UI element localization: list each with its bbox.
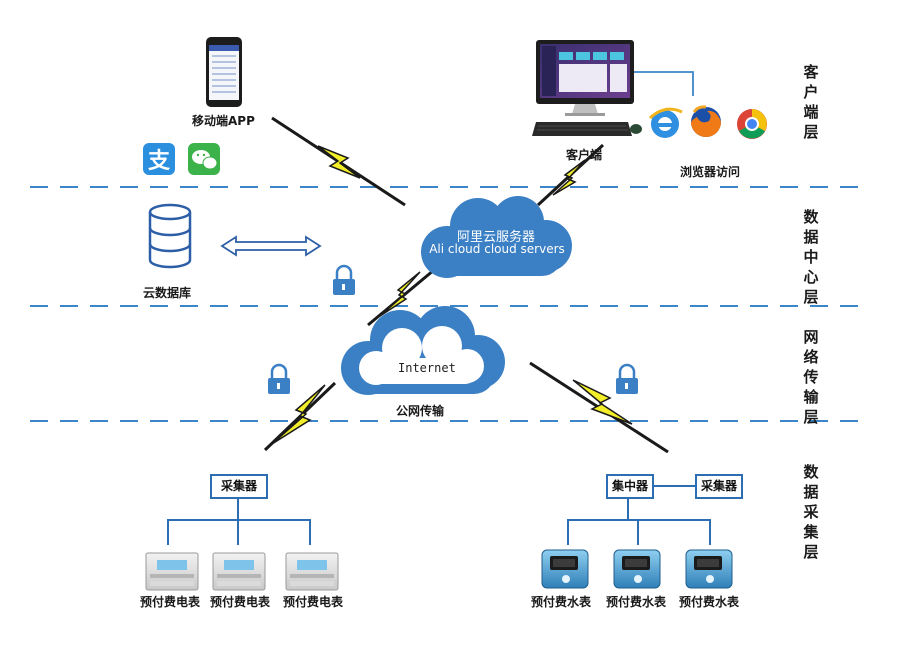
lightning-icon [529, 361, 669, 454]
water-meter-label: 预付费水表 [531, 595, 592, 609]
lock-icon [268, 363, 290, 394]
cloud-database-label: 云数据库 [143, 286, 192, 300]
collector-box-left: 采集器 [210, 474, 268, 499]
sync-arrow-icon [220, 235, 322, 257]
electric-meter-label: 预付费电表 [283, 595, 344, 609]
water-meter-label: 预付费水表 [606, 595, 667, 609]
electric-meter-label: 预付费电表 [140, 595, 201, 609]
database-icon [148, 203, 192, 269]
firefox-browser-icon [691, 105, 721, 137]
lightning-links [263, 116, 669, 454]
lock-icon [616, 363, 638, 394]
lightning-icon [271, 116, 406, 207]
layer-label-client: 客户端层 [803, 63, 819, 141]
lightning-icon [263, 381, 337, 452]
layer-label-network: 网络传输层 [803, 328, 819, 426]
lock-icon [333, 264, 355, 295]
layer-label-datacenter: 数据中心层 [803, 208, 819, 306]
svg-text:支: 支 [148, 149, 171, 174]
water-meter-icon [613, 549, 661, 589]
chrome-browser-icon [737, 109, 767, 139]
lightning-icon [367, 263, 441, 327]
internet-cloud-icon [341, 306, 505, 395]
electric-meter-icon [145, 552, 199, 591]
electric-meter-label: 预付费电表 [210, 595, 271, 609]
water-meter-label: 预付费水表 [679, 595, 740, 609]
water-meter-icon [685, 549, 733, 589]
electric-meter-icon [285, 552, 339, 591]
layer-separators [30, 186, 870, 422]
internet-label: Internet [398, 361, 456, 375]
water-meter-icon [541, 549, 589, 589]
lightning-icon [536, 143, 605, 207]
wechat-icon [188, 143, 220, 175]
concentrator-box: 集中器 [606, 474, 654, 499]
collector-tree-lines [167, 497, 311, 545]
desktop-computer-icon [532, 40, 642, 136]
concentrator-tree-lines [567, 485, 711, 545]
electric-meter-icon [212, 552, 266, 591]
alipay-icon: 支 [143, 143, 175, 175]
pc-client-label: 客户端 [566, 148, 603, 162]
mobile-app-label: 移动端APP [192, 114, 255, 128]
ali-cloud-en-label: Ali cloud cloud servers [429, 242, 565, 256]
collector-box-right: 采集器 [695, 474, 743, 499]
public-network-label: 公网传输 [396, 404, 445, 418]
layer-label-collection: 数据采集层 [803, 463, 819, 561]
browser-access-label: 浏览器访问 [680, 165, 741, 179]
ali-cloud-icon [421, 196, 572, 278]
browser-connector-line [634, 71, 694, 96]
mobile-phone-icon [206, 37, 242, 107]
ie-browser-icon [648, 107, 683, 138]
ali-cloud-cn-label: 阿里云服务器 [456, 230, 535, 245]
